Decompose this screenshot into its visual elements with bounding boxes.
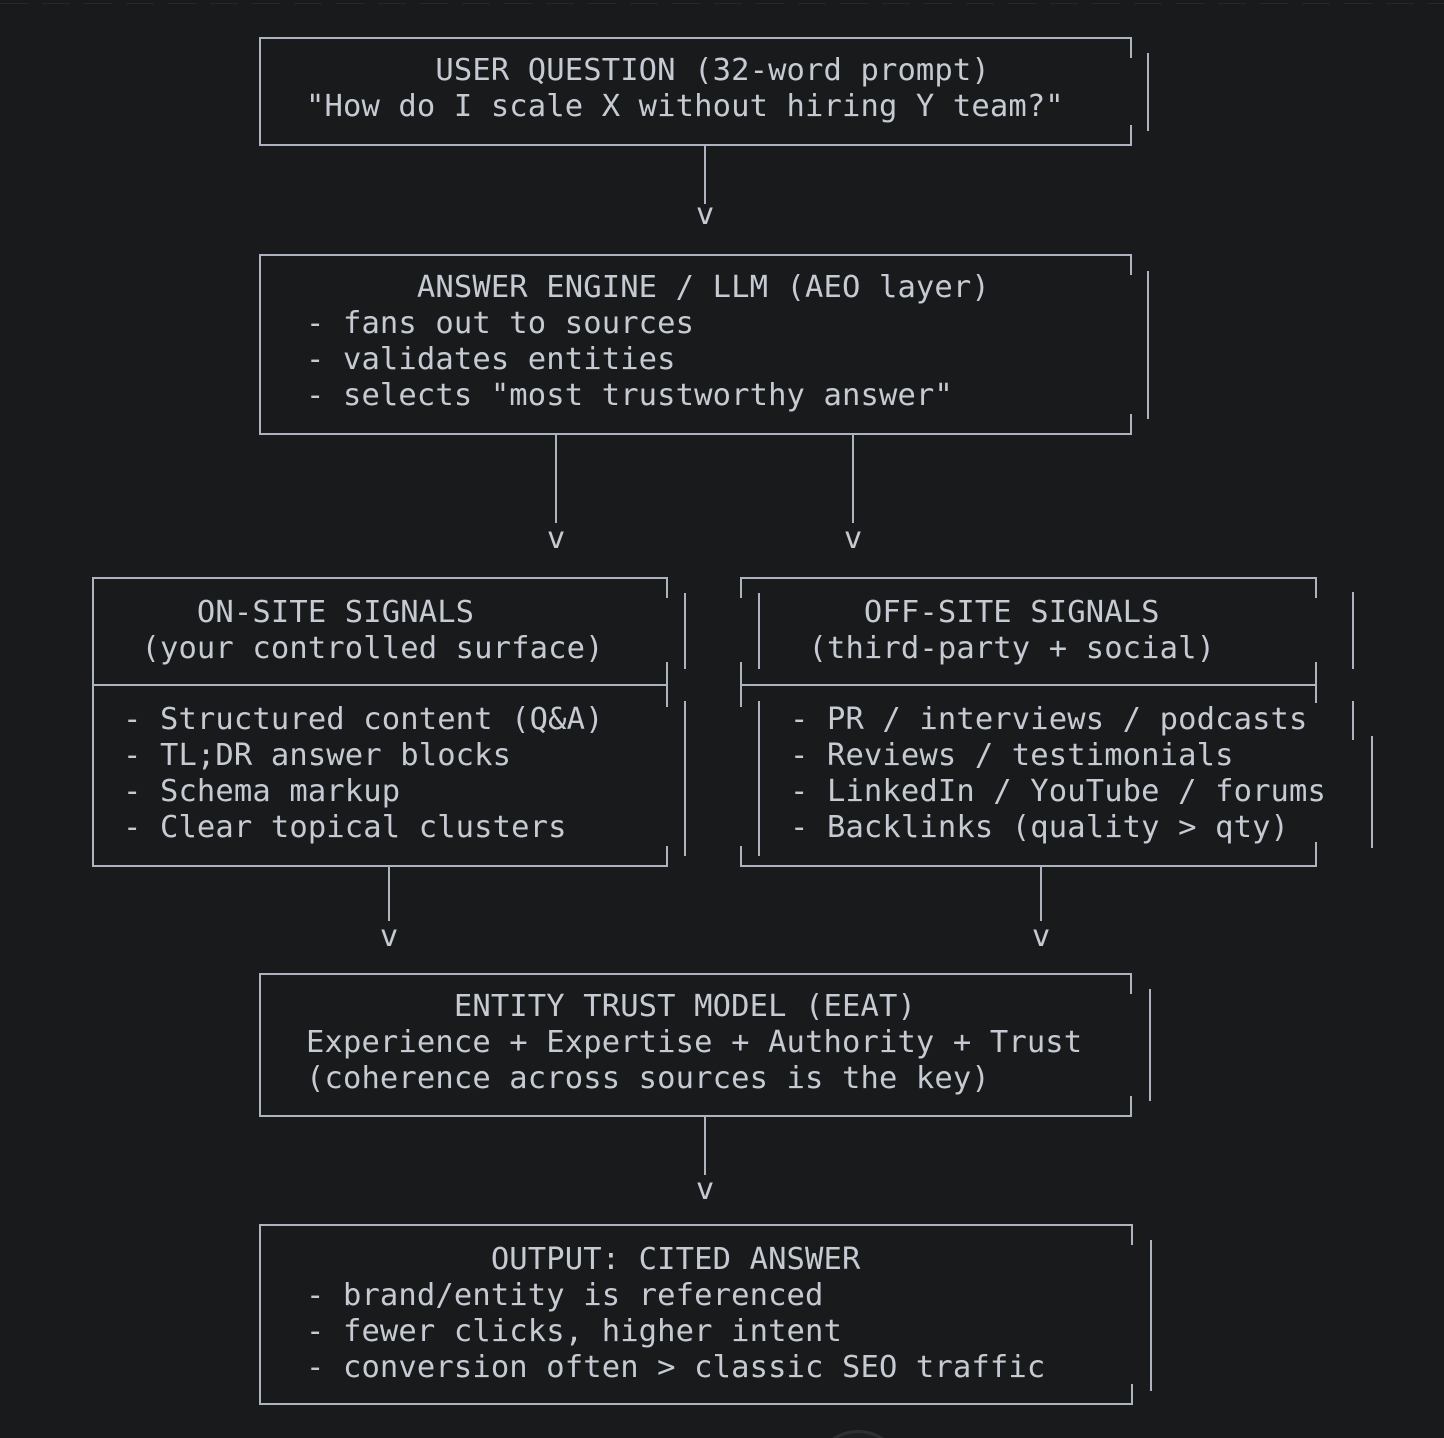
section-divider (740, 684, 1317, 686)
arrowhead-down: v (695, 1172, 715, 1207)
connector-user-to-engine (704, 146, 706, 204)
corner-tick (666, 846, 668, 867)
text-line: - fewer clicks, higher intent (306, 1314, 842, 1349)
connector-engine-to-offsite (852, 435, 854, 523)
list-item: - Reviews / testimonials (790, 738, 1234, 773)
list-item: - TL;DR answer blocks (123, 738, 512, 773)
corner-tick (1130, 414, 1132, 435)
arrowhead-down: v (1031, 919, 1051, 954)
box-border-left (259, 37, 261, 146)
box-border-top (259, 1224, 1133, 1226)
corner-tick (740, 577, 742, 598)
offsite-items-text: - PR / interviews / podcasts - Reviews /… (790, 702, 1326, 846)
section-divider (92, 684, 668, 686)
scroll-down-button[interactable] (812, 1430, 904, 1438)
corner-tick (1130, 973, 1132, 994)
box-border-bottom (92, 865, 668, 867)
shadow-line (1352, 701, 1354, 740)
text-line: ON-SITE SIGNALS (123, 595, 475, 630)
connector-eeat-to-output (704, 1117, 706, 1175)
shadow-line (1352, 592, 1354, 669)
corner-tick (1130, 37, 1132, 58)
text-line: OUTPUT: CITED ANSWER (306, 1242, 861, 1277)
text-line: "How do I scale X without hiring Y team?… (306, 89, 1064, 124)
list-item: - Backlinks (quality > qty) (790, 810, 1290, 845)
corner-tick (666, 577, 668, 598)
shadow-line (1150, 1240, 1152, 1391)
inner-left-line (758, 701, 760, 856)
shadow-line (1149, 989, 1151, 1101)
text-line: - brand/entity is referenced (306, 1278, 824, 1313)
corner-tick (1130, 125, 1132, 146)
divider-tick (740, 662, 742, 707)
top-separator-line (0, 3, 1444, 4)
text-line: (your controlled surface) (123, 631, 604, 666)
text-line: - fans out to sources (306, 306, 695, 341)
shadow-line (684, 593, 686, 669)
text-line: OFF-SITE SIGNALS (790, 595, 1160, 630)
box-border-top (92, 577, 668, 579)
offsite-header-text: OFF-SITE SIGNALS (third-party + social) (790, 595, 1215, 667)
connector-engine-to-onsite (555, 435, 557, 523)
text-line: - selects "most trustworthy answer" (306, 378, 953, 413)
shadow-line (1147, 53, 1149, 131)
text-line: USER QUESTION (32-word prompt) (306, 53, 990, 88)
onsite-items-text: - Structured content (Q&A) - TL;DR answe… (123, 702, 604, 846)
list-item: - PR / interviews / podcasts (790, 702, 1308, 737)
box-border-top (259, 254, 1132, 256)
box-border-top (259, 973, 1132, 975)
shadow-line (1371, 736, 1373, 848)
text-line: ANSWER ENGINE / LLM (AEO layer) (306, 270, 990, 305)
box-border-top (259, 37, 1132, 39)
corner-tick (740, 846, 742, 867)
text-line: ENTITY TRUST MODEL (EEAT) (306, 989, 916, 1024)
divider-tick (1315, 662, 1317, 703)
list-item: - LinkedIn / YouTube / forums (790, 774, 1326, 809)
corner-tick (1315, 577, 1317, 598)
box-border-bottom (259, 433, 1132, 435)
box-border-left (259, 1224, 261, 1405)
corner-tick (1131, 1224, 1133, 1245)
box-border-left (259, 973, 261, 1117)
arrowhead-down: v (695, 197, 715, 232)
box-border-bottom (259, 1403, 1133, 1405)
text-line: (third-party + social) (790, 631, 1216, 666)
box-border-left (92, 577, 94, 867)
list-item: - Clear topical clusters (123, 810, 567, 845)
box-border-bottom (259, 144, 1132, 146)
arrowhead-down: v (546, 521, 566, 556)
box-border-bottom (259, 1115, 1132, 1117)
corner-tick (1315, 842, 1317, 867)
box-border-left (259, 254, 261, 435)
list-item: - Schema markup (123, 774, 401, 809)
connector-offsite-to-eeat (1040, 867, 1042, 921)
corner-tick (1130, 1096, 1132, 1117)
inner-left-line (758, 593, 760, 669)
text-line: Experience + Expertise + Authority + Tru… (306, 1025, 1083, 1060)
entity-trust-text: ENTITY TRUST MODEL (EEAT) Experience + E… (306, 989, 1082, 1097)
connector-onsite-to-eeat (388, 867, 390, 921)
user-question-text: USER QUESTION (32-word prompt) "How do I… (306, 53, 1064, 125)
onsite-header-text: ON-SITE SIGNALS (your controlled surface… (123, 595, 604, 667)
answer-engine-text: ANSWER ENGINE / LLM (AEO layer) - fans o… (306, 270, 990, 414)
list-item: - Structured content (Q&A) (123, 702, 604, 737)
arrowhead-down: v (843, 521, 863, 556)
text-line: - conversion often > classic SEO traffic (306, 1350, 1046, 1385)
shadow-line (684, 701, 686, 856)
box-border-bottom (740, 865, 1317, 867)
corner-tick (1131, 1384, 1133, 1405)
shadow-line (1147, 271, 1149, 419)
text-line: - validates entities (306, 342, 676, 377)
text-line: (coherence across sources is the key) (306, 1061, 990, 1096)
divider-tick (666, 662, 668, 707)
box-border-top (740, 577, 1317, 579)
output-text: OUTPUT: CITED ANSWER - brand/entity is r… (306, 1242, 1045, 1386)
corner-tick (1130, 254, 1132, 275)
arrowhead-down: v (379, 919, 399, 954)
